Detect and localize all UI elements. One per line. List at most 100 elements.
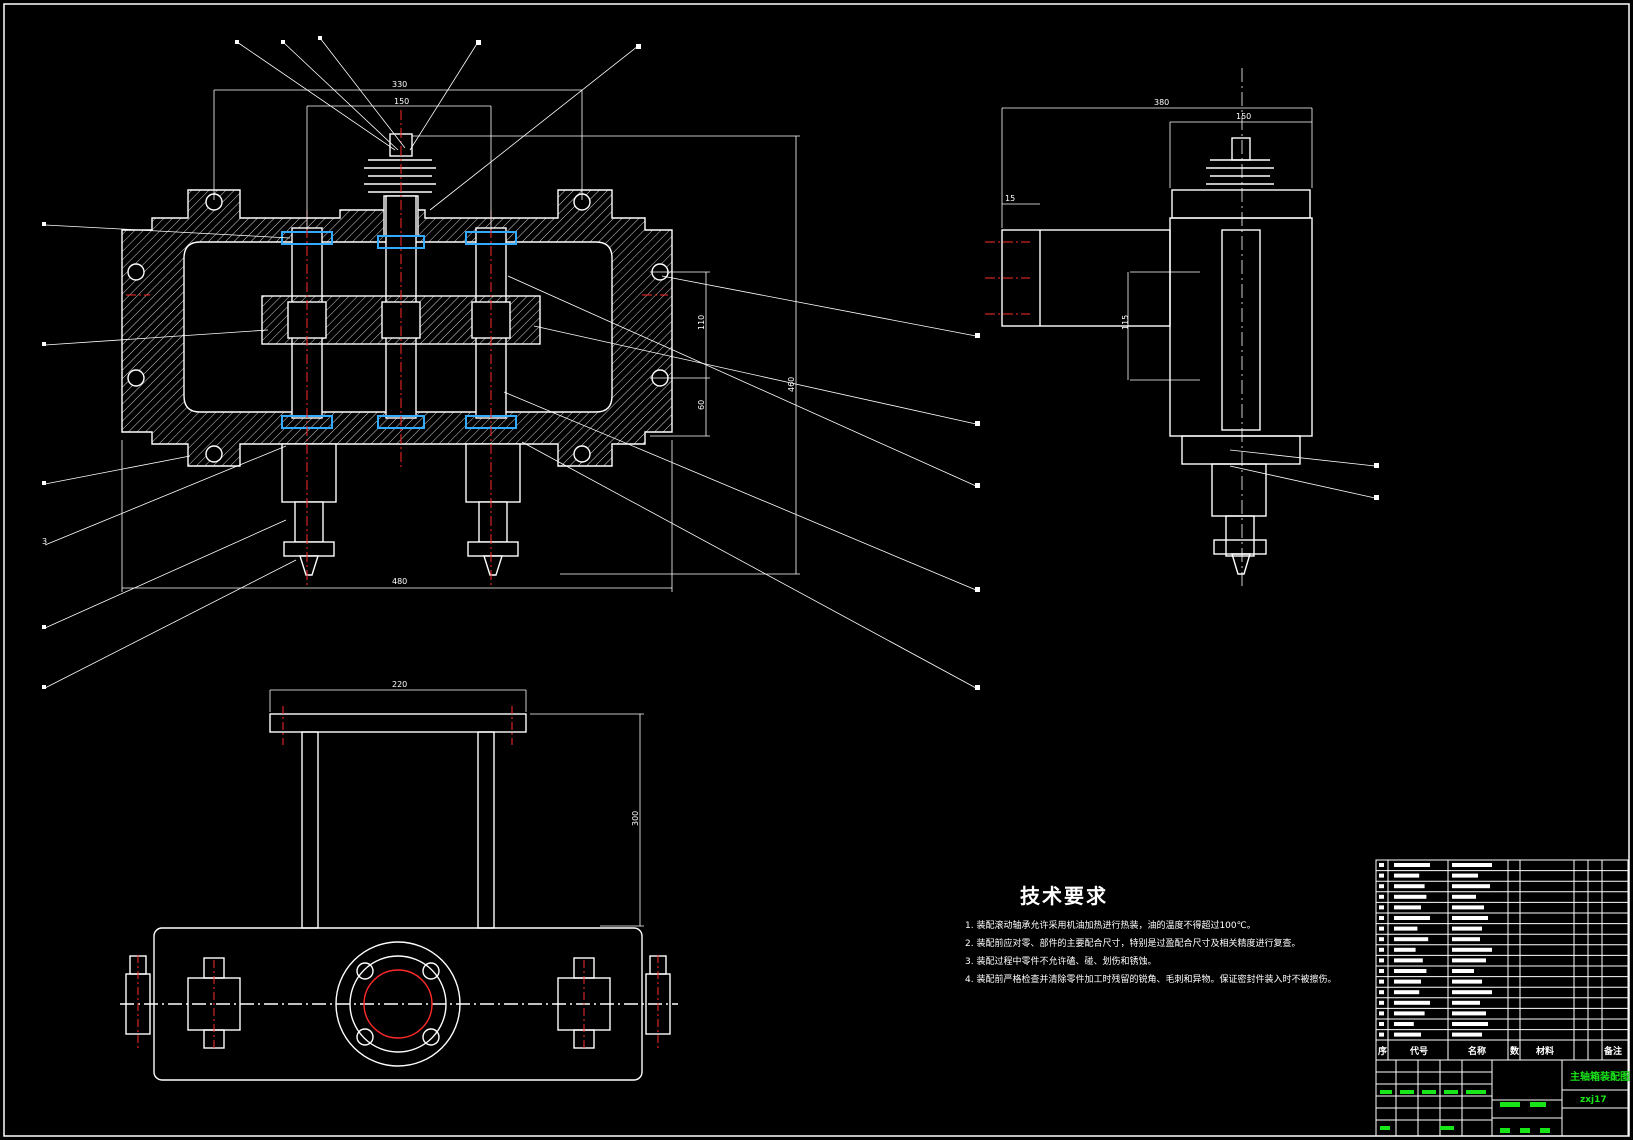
base-view: 220 300	[120, 680, 678, 1081]
side-lip	[1001, 229, 1171, 327]
parts-list-rows	[1376, 859, 1628, 1037]
drawing-frame	[3, 3, 1630, 1137]
parts-row-text	[1452, 894, 1476, 899]
parts-row-text	[1452, 884, 1490, 889]
header-material: 材料	[1535, 1045, 1554, 1057]
parts-row-text	[1452, 1011, 1486, 1016]
parts-row-text	[1394, 873, 1420, 878]
header-name: 名称	[1468, 1045, 1486, 1057]
tech-requirement-item: 2. 装配前应对零、部件的主要配合尺寸，特别是过盈配合尺寸及相关精度进行复查。	[965, 939, 1301, 949]
revision-grid	[1376, 1060, 1492, 1136]
flange-bolts	[356, 962, 440, 1046]
tech-requirement-item: 4. 装配前严格检查并清除零件加工时残留的锐角、毛刺和异物。保证密封件装入时不被…	[965, 975, 1337, 985]
parts-row-text	[1452, 1032, 1482, 1037]
side-housing	[1169, 217, 1313, 437]
side-dimension-texts: 380 150 15 115	[1005, 98, 1251, 330]
title-block: 序 代号 名称 数 材料 备注 主轴箱装配图 zxj17	[1375, 859, 1630, 1137]
parts-row-index	[1379, 905, 1384, 910]
base-left-column	[301, 731, 319, 929]
parts-row-text	[1394, 937, 1429, 942]
dim-side-width: 380	[1154, 98, 1169, 107]
parts-row-text	[1394, 990, 1420, 995]
parts-row-index	[1379, 926, 1384, 931]
parts-row-index	[1379, 947, 1384, 952]
dim-top-width: 330	[392, 80, 407, 89]
parts-row-text	[1394, 863, 1430, 867]
parts-row-text	[1394, 947, 1416, 952]
front-dimension-texts: 330 150 480 110 60 460 3	[42, 80, 796, 586]
parts-row-text	[1394, 894, 1427, 899]
base-dimension-texts: 220 300	[392, 680, 640, 826]
lower-spindles	[281, 443, 521, 576]
parts-row-text	[1394, 926, 1418, 931]
side-view: 380 150 15 115	[985, 68, 1379, 590]
tech-requirements-title: 技术要求	[1020, 884, 1108, 908]
dim-upper-offset: 110	[697, 315, 706, 330]
parts-row-text	[1452, 990, 1492, 995]
front-balloons	[42, 36, 980, 690]
dim-side-flange: 150	[1236, 112, 1251, 121]
revision-fills	[1380, 1090, 1550, 1133]
parts-row-text	[1394, 958, 1423, 963]
parts-row-index	[1379, 916, 1384, 920]
base-flange-bore	[363, 969, 433, 1039]
parts-row-text	[1452, 926, 1482, 931]
parts-row-text	[1452, 905, 1484, 910]
header-code: 代号	[1409, 1045, 1428, 1057]
base-dimensions	[269, 689, 644, 927]
base-centerlines	[137, 706, 659, 1050]
front-view: 330 150 480 110 60 460 3	[42, 36, 980, 690]
base-top-plate	[269, 713, 527, 733]
side-bottom-flange	[1181, 435, 1301, 465]
front-leaders	[44, 37, 977, 689]
side-spring	[1206, 159, 1274, 185]
parts-row-text	[1452, 947, 1492, 952]
parts-row-index	[1379, 1032, 1384, 1037]
parts-row-text	[1394, 969, 1427, 973]
parts-row-index	[1379, 937, 1384, 942]
parts-row-index	[1379, 873, 1384, 878]
side-top-flange	[1171, 189, 1311, 219]
parts-row-text	[1394, 905, 1421, 910]
side-balloons	[1374, 463, 1379, 500]
parts-row-text	[1452, 937, 1480, 942]
parts-row-index	[1379, 990, 1384, 995]
drawing-number: zxj17	[1580, 1095, 1607, 1105]
parts-row-text	[1394, 1000, 1430, 1005]
dim-lower-offset: 60	[697, 400, 706, 410]
parts-row-text	[1452, 1000, 1480, 1005]
dim-shaft-span: 150	[394, 97, 409, 106]
side-shaft	[1221, 229, 1261, 431]
housing-section	[121, 189, 673, 467]
parts-row-index	[1379, 1011, 1384, 1016]
base-flange-inner	[349, 955, 447, 1053]
parts-row-text	[1394, 1032, 1421, 1037]
front-dimensions	[121, 89, 800, 592]
tech-requirement-item: 1. 装配滚动轴承允许采用机油加热进行热装，油的温度不得超过100℃。	[965, 921, 1256, 931]
parts-row-text	[1452, 916, 1488, 920]
dim-height: 460	[787, 377, 796, 392]
base-right-column	[477, 731, 495, 929]
drawing-name: 主轴箱装配图	[1570, 1070, 1630, 1083]
housing-bolt-holes	[127, 193, 669, 463]
parts-row-index	[1379, 1000, 1384, 1005]
dim-overall-width: 480	[392, 577, 407, 586]
side-centerlines	[985, 241, 1030, 315]
dim-plate-width: 220	[392, 680, 407, 689]
header-index: 序	[1378, 1045, 1387, 1057]
parts-row-text	[1452, 969, 1474, 973]
header-qty: 数	[1510, 1045, 1520, 1057]
parts-row-index	[1379, 969, 1384, 973]
parts-row-index	[1379, 894, 1384, 899]
parts-row-index	[1379, 979, 1384, 984]
parts-row-text	[1394, 1022, 1414, 1026]
parts-row-index	[1379, 863, 1384, 867]
side-dimensions	[1001, 68, 1376, 590]
parts-row-text	[1394, 916, 1430, 920]
base-flange-outer	[335, 941, 461, 1067]
parts-row-text	[1394, 1011, 1425, 1016]
front-centerlines	[126, 110, 668, 585]
parts-row-text	[1452, 863, 1492, 867]
balloon-three: 3	[42, 537, 47, 546]
